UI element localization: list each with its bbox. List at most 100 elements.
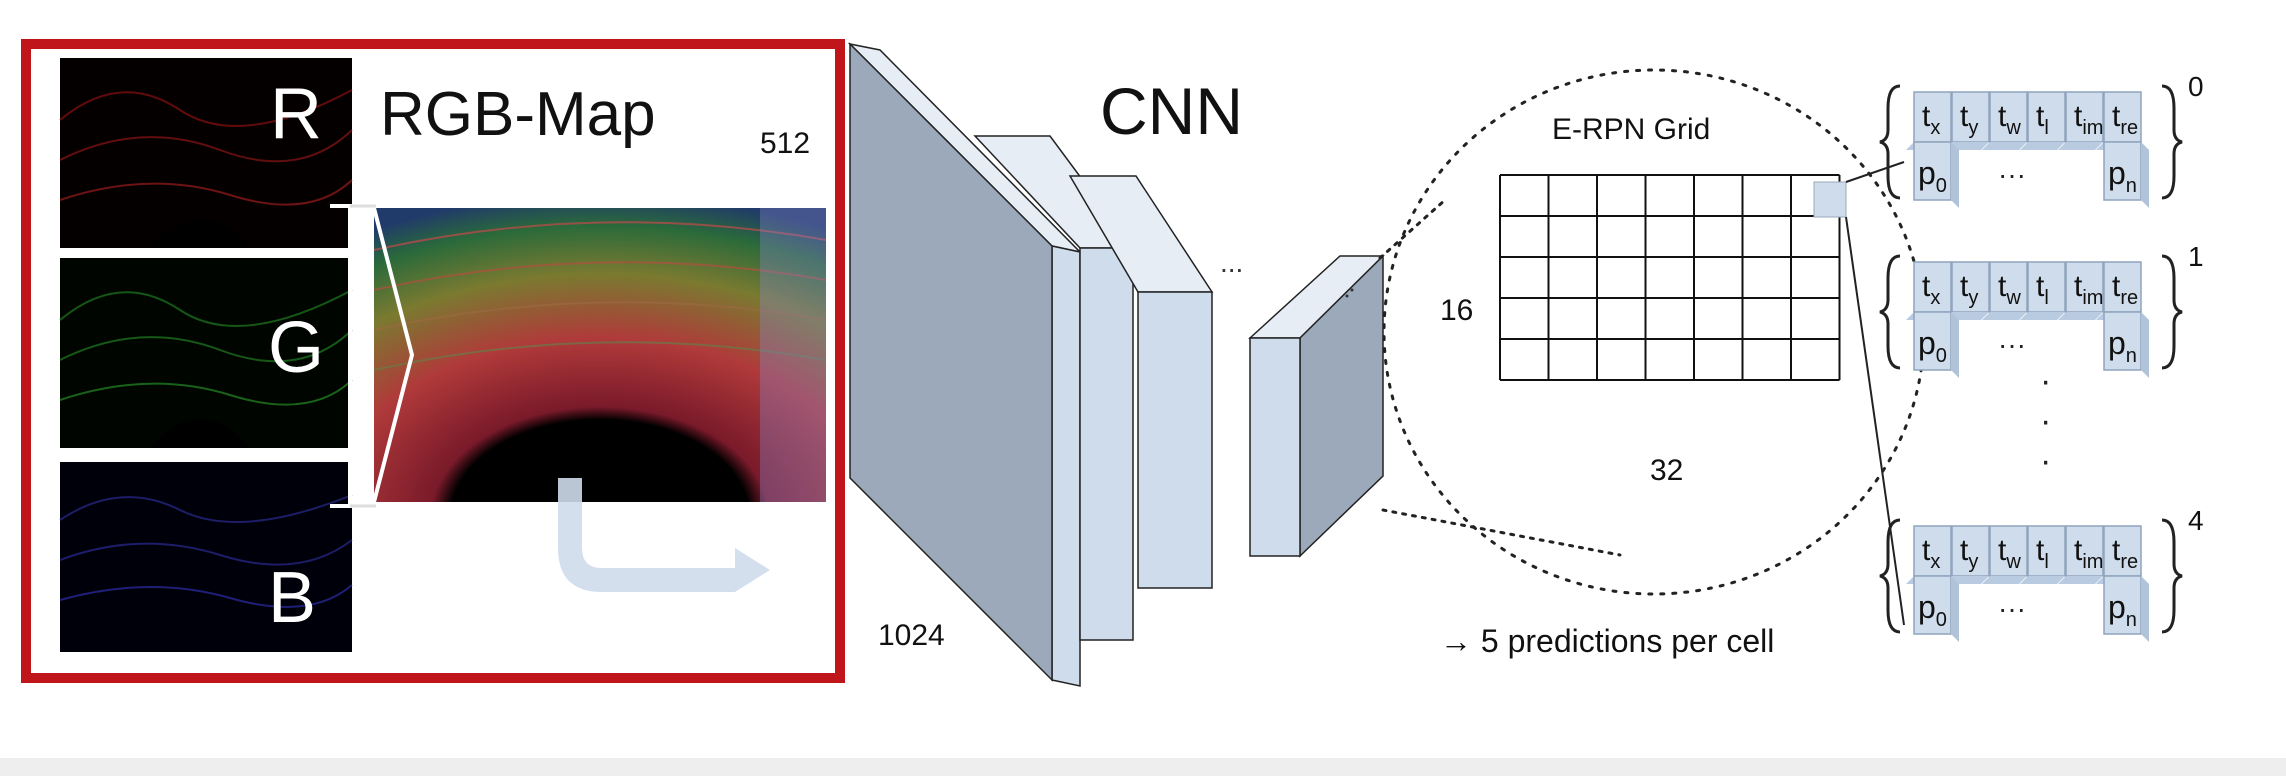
param-subscript: x [1930, 551, 1940, 573]
cnn-layer-3 [1068, 175, 1214, 589]
rgb-map-width-label: 1024 [878, 619, 945, 652]
param-cell [1951, 91, 1990, 143]
param-cell [2027, 525, 2066, 577]
param-subscript: w [2005, 117, 2021, 139]
prediction-index: 0 [2188, 71, 2204, 102]
p-subscript: 0 [1936, 609, 1947, 631]
param-cell [1913, 91, 1952, 143]
erpn-grid [1499, 174, 1841, 381]
param-cell [2065, 525, 2104, 577]
param-cell-shadow [2020, 576, 2065, 584]
cell-link-bottom [1845, 216, 1905, 626]
param-cell-shadow [2058, 576, 2103, 584]
p-cell-side [2141, 142, 2149, 208]
channel-g-image: G [59, 258, 353, 448]
prediction-index: 4 [2188, 505, 2204, 536]
channel-r-image: R [59, 58, 353, 248]
zoom-line-top [1378, 198, 1447, 260]
param-subscript: x [1930, 117, 1940, 139]
p-subscript: n [2126, 345, 2137, 367]
p-cell [1913, 575, 1952, 635]
cnn-ellipsis: ... [1220, 247, 1243, 278]
param-cell-shadow [2058, 312, 2103, 320]
param-label: tre [2112, 534, 2138, 573]
p-ellipsis: ··· [1998, 159, 2026, 190]
rgb-map-panel: R G B RGB-Map 512 [21, 39, 845, 683]
param-cell [1989, 91, 2028, 143]
param-cell [2027, 91, 2066, 143]
param-cell-shadow [2058, 142, 2103, 150]
param-subscript: l [2044, 117, 2048, 139]
channel-b-letter: B [268, 558, 316, 638]
param-cell [1989, 525, 2028, 577]
p-subscript: n [2126, 175, 2137, 197]
param-cell-shadow [1982, 312, 2027, 320]
param-subscript: im [2082, 287, 2103, 309]
param-subscript: re [2120, 551, 2138, 573]
rgb-map-image [372, 207, 827, 503]
channel-r-letter: R [270, 74, 322, 154]
param-cell-shadow [1982, 576, 2027, 584]
p-cell-side [1951, 576, 1959, 642]
erpn-grid-title: E-RPN Grid [1552, 113, 1710, 146]
grid-rows-label: 16 [1440, 294, 1473, 327]
param-subscript: y [1968, 551, 1978, 573]
param-cell-shadow [2020, 142, 2065, 150]
cnn-layer-1 [847, 42, 1083, 687]
p-cell [1913, 141, 1952, 201]
p-cell [2103, 311, 2142, 371]
cnn-layer-2 [973, 135, 1135, 641]
left-brace [1879, 254, 1901, 370]
channel-g-letter: G [268, 308, 324, 388]
zoom-circle [1382, 68, 1926, 596]
param-cell-shadow [2020, 312, 2065, 320]
cnn-title: CNN [1100, 74, 1243, 148]
param-cell [1913, 261, 1952, 313]
cell-link-top [1845, 161, 1905, 183]
param-subscript: w [2005, 551, 2021, 573]
right-brace [2161, 84, 2183, 200]
merge-bracket [330, 204, 352, 508]
cnn-final-layer [1248, 254, 1385, 558]
p-ellipsis: ··· [1998, 329, 2026, 360]
param-label: tre [2112, 270, 2138, 309]
grid-cols-label: 32 [1650, 454, 1683, 487]
param-subscript: im [2082, 551, 2103, 573]
bottom-strip [0, 758, 2286, 776]
vertical-dot: · [2040, 362, 2051, 400]
param-subscript: re [2120, 117, 2138, 139]
erpn-grid-zoom: E-RPN Grid 16 32 [1382, 68, 1926, 626]
p-first-label: p0 [1918, 155, 1947, 197]
p-cell-side [1951, 312, 1959, 378]
prediction-index: 1 [2188, 241, 2204, 272]
param-subscript: l [2044, 287, 2048, 309]
param-subscript: re [2120, 287, 2138, 309]
p-cell-side [1951, 142, 1959, 208]
p-cell-side [2141, 312, 2149, 378]
param-subscript: y [1968, 287, 1978, 309]
rgb-map-size-label: 512 [760, 127, 810, 160]
left-brace [1879, 518, 1901, 634]
highlighted-cell [1813, 181, 1847, 218]
vertical-dot: · [2040, 402, 2051, 440]
param-subscript: l [2044, 551, 2048, 573]
param-cell [2103, 525, 2142, 577]
param-cell [1951, 261, 1990, 313]
param-cell [1951, 525, 1990, 577]
param-subscript: im [2082, 117, 2103, 139]
p-ellipsis: ··· [1998, 593, 2026, 624]
p-subscript: 0 [1936, 175, 1947, 197]
param-subscript: w [2005, 287, 2021, 309]
right-brace [2161, 254, 2183, 370]
cnn-stack: CNN ... 1024 [847, 42, 1385, 687]
vertical-dot: · [2040, 442, 2051, 480]
zoom-line-bottom [1381, 508, 1622, 557]
p-subscript: n [2126, 609, 2137, 631]
param-cell [2065, 261, 2104, 313]
flow-arrow [558, 478, 770, 592]
